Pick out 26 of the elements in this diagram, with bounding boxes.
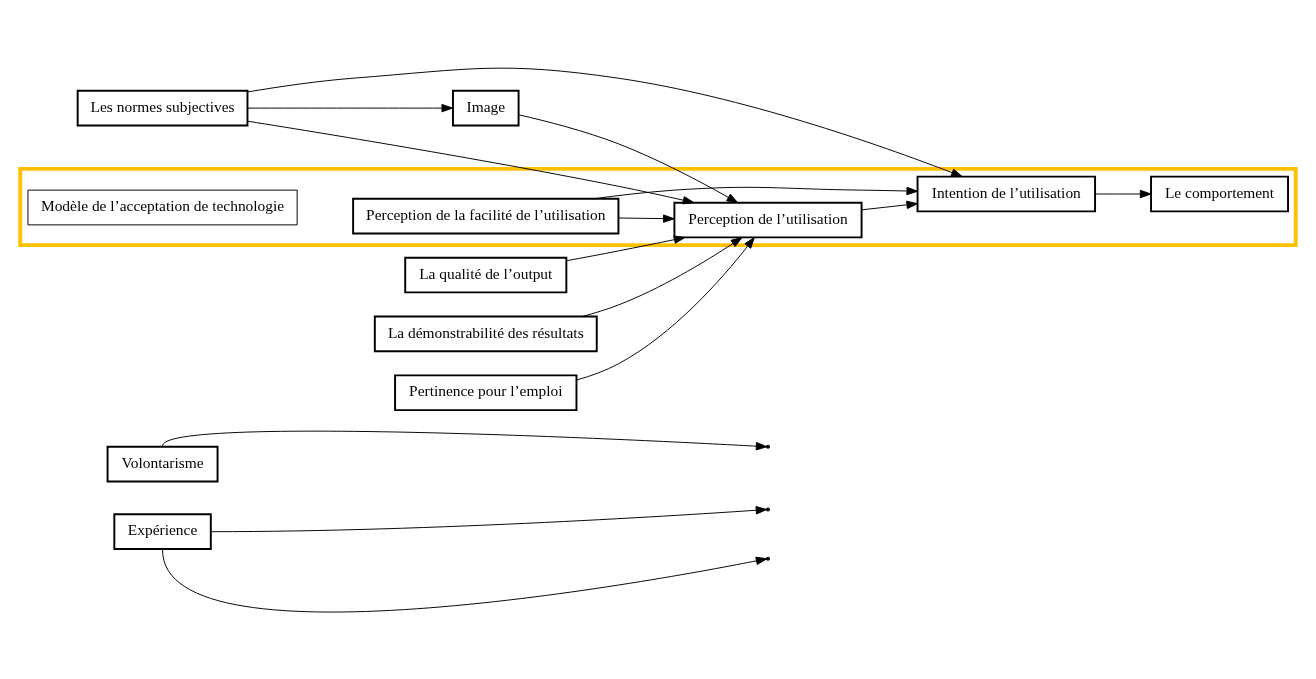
node-box: Modèle de l’acceptation de technologie (27, 189, 298, 225)
node-box: Pertinence pour l’emploi (394, 373, 578, 411)
node-box: Perception de la facilité de l’utilisation (352, 197, 620, 234)
node-box: Volontarisme (106, 445, 219, 482)
arrow (592, 186, 918, 199)
arrow (162, 430, 768, 450)
arrow (247, 120, 695, 204)
node-box: Expérience (113, 512, 212, 550)
node-box: Intention de l’utilisation (916, 175, 1097, 212)
node-box: La qualité de l’output (404, 256, 568, 293)
node-box: Perception de l’utilisation (673, 201, 863, 238)
node-box: La démonstrabilité des résultats (373, 315, 598, 352)
node-box: Les normes subjectives (76, 89, 249, 126)
arrow (566, 235, 686, 261)
arrow (247, 67, 963, 177)
arrow (247, 103, 454, 112)
arrow (581, 236, 743, 317)
arrow (518, 113, 739, 203)
node-box: Image (452, 89, 520, 126)
arrow (211, 505, 768, 532)
arrow (618, 213, 675, 223)
arrow (861, 200, 918, 210)
node-box: Le comportement (1150, 175, 1289, 212)
arrow (162, 549, 768, 612)
arrow (576, 236, 755, 380)
arrow (1094, 189, 1152, 198)
